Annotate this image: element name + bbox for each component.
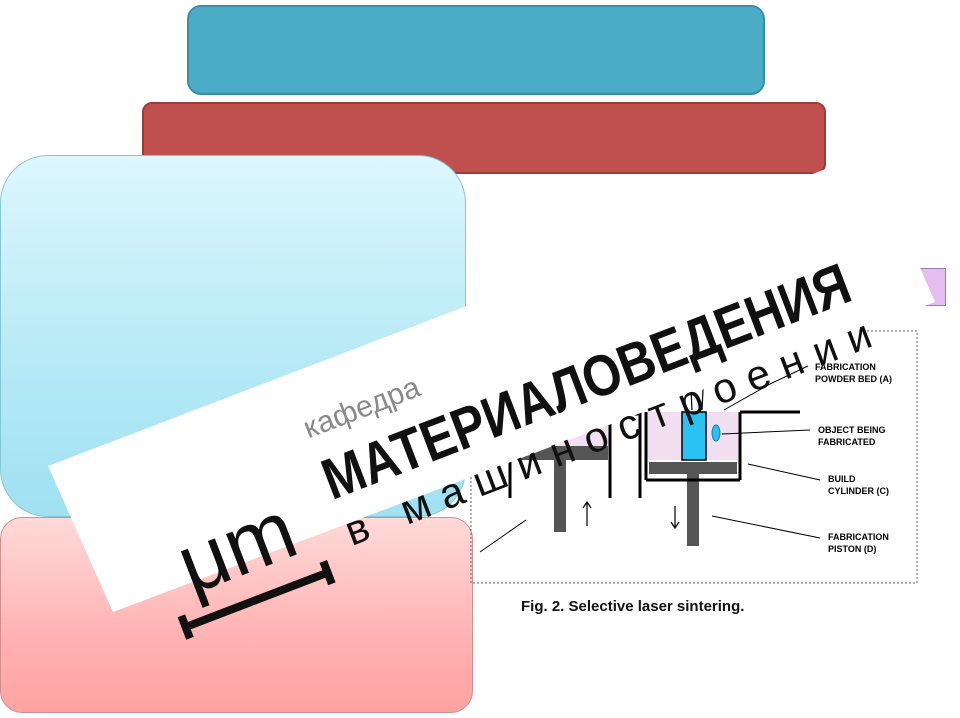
leader-powder-bed	[723, 365, 809, 411]
build-piston-plate	[649, 462, 737, 474]
label-box	[788, 268, 946, 306]
leader-piston	[711, 515, 821, 539]
up-arrow	[582, 500, 592, 526]
label-powder-bed-1: FABRICATION	[815, 362, 876, 372]
title-box	[187, 5, 765, 95]
figure-caption: Fig. 2. Selective laser sintering.	[521, 598, 745, 615]
feed-piston-plate	[512, 446, 608, 460]
leader-cylinder	[747, 463, 821, 481]
roller	[578, 396, 598, 408]
label-object-1: OBJECT BEING	[818, 425, 886, 435]
label-piston-1: FABRICATION	[828, 532, 889, 542]
content-box-upper	[0, 155, 466, 517]
build-piston-rod	[687, 474, 699, 546]
label-cylinder-1: BUILD	[828, 474, 856, 484]
leader-left	[479, 519, 527, 553]
label-powder-bed-2: POWDER BED (A)	[815, 374, 892, 384]
label-piston-2: PISTON (D)	[828, 544, 876, 554]
feed-piston-rod	[554, 460, 566, 532]
down-arrow	[670, 506, 680, 530]
roller-path	[581, 391, 613, 397]
label-cylinder-2: CYLINDER (C)	[828, 486, 889, 496]
content-box-lower	[0, 517, 473, 713]
object-small-part	[711, 424, 721, 442]
laser-beams	[687, 330, 707, 411]
fabricated-object	[681, 411, 707, 461]
label-object-2: FABRICATED	[818, 437, 876, 447]
sls-diagram: FABRICATION POWDER BED (A) OBJECT BEING …	[470, 330, 918, 584]
divider	[608, 412, 642, 498]
